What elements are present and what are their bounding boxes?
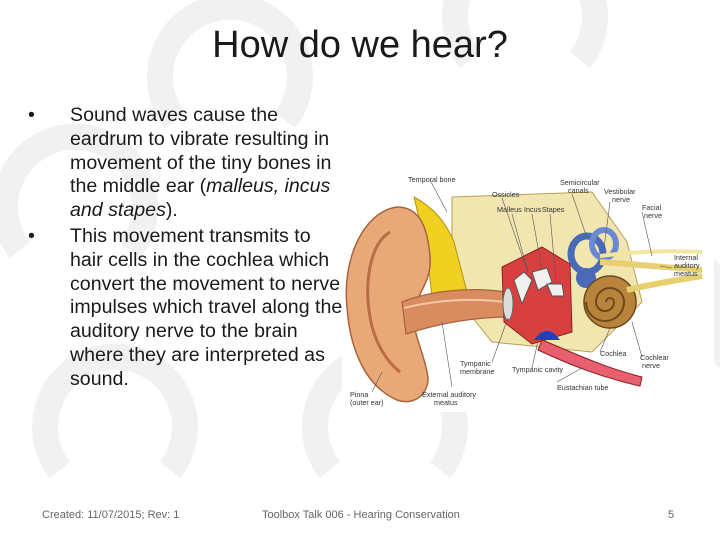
label-cochlear-nerve: Cochlear — [640, 353, 669, 362]
label-stapes: Stapes — [542, 205, 565, 214]
label-tympanic-membrane-2: membrane — [460, 367, 494, 376]
label-cochlea: Cochlea — [600, 349, 626, 358]
label-semicircular-canals-2: canals — [568, 186, 589, 195]
label-pinna: Pinna — [350, 390, 368, 399]
bullet-symbol: • — [28, 224, 35, 247]
label-cochlear-nerve-2: nerve — [642, 361, 660, 370]
label-ossicles: Ossicles — [492, 190, 520, 199]
label-incus: Incus — [524, 205, 542, 214]
label-pinna-outer-ear: (outer ear) — [350, 398, 384, 407]
label-vestibular-nerve-2: nerve — [612, 195, 630, 204]
label-vestibular-nerve: Vestibular — [604, 187, 636, 196]
label-internal-auditory-meatus-3: meatus — [674, 269, 698, 278]
label-internal-auditory-meatus: Internal — [674, 253, 698, 262]
bullet-list: • Sound waves cause the eardrum to vibra… — [28, 104, 348, 394]
label-tympanic-cavity: Tympanic cavity — [512, 365, 564, 374]
bullet-text: Sound waves cause the eardrum to vibrate… — [70, 104, 332, 198]
footer-page-number: 5 — [668, 509, 675, 521]
label-external-auditory-meatus: External auditory — [422, 390, 476, 399]
label-semicircular-canals: Semicircular — [560, 178, 600, 187]
label-tympanic-membrane: Tympanic — [460, 359, 491, 368]
footer-talk-title: Toolbox Talk 006 - Hearing Conservation — [262, 509, 460, 521]
bullet-text: This movement transmits to hair cells in… — [70, 224, 343, 390]
bullet-text-end: ). — [165, 199, 178, 222]
label-facial-nerve-2: nerve — [644, 211, 662, 220]
label-eustachian-tube: Eustachian tube — [557, 383, 609, 392]
bullet-item: • Sound waves cause the eardrum to vibra… — [28, 104, 348, 223]
label-internal-auditory-meatus-2: auditory — [674, 261, 700, 270]
footer-created-date: Created: 11/07/2015; Rev: 1 — [42, 509, 180, 521]
label-external-auditory-meatus-2: meatus — [434, 398, 458, 407]
label-facial-nerve: Facial — [642, 203, 662, 212]
slide-title: How do we hear? — [212, 24, 508, 66]
bullet-text-italic: malleus, incus and stapes — [70, 175, 331, 222]
ear-anatomy-diagram: Temporal bone Ossicles Malleus Incus Sta… — [342, 172, 714, 412]
label-malleus: Malleus — [497, 205, 522, 214]
bullet-symbol: • — [28, 104, 35, 126]
label-temporal-bone: Temporal bone — [408, 175, 456, 184]
bullet-item: • This movement transmits to hair cells … — [28, 225, 348, 392]
